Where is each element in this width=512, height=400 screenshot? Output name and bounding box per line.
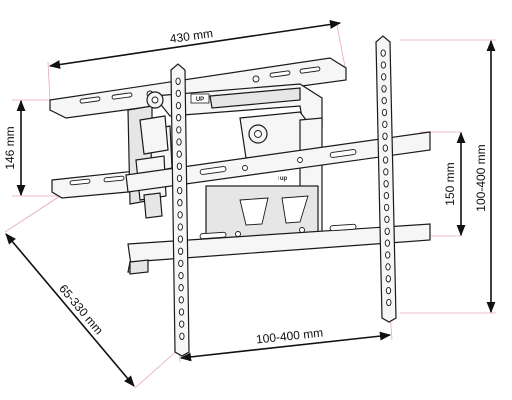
bracket-hole — [179, 332, 185, 340]
bracket-hole — [385, 263, 391, 271]
bracket-hole — [382, 120, 388, 129]
bracket-hole — [177, 199, 183, 207]
bracket-hole — [385, 286, 392, 295]
bracket-hole — [177, 247, 184, 255]
bracket-hole — [178, 308, 185, 316]
bracket-hole — [385, 275, 391, 283]
bracket-hole — [380, 61, 387, 69]
bracket-hole — [382, 132, 388, 140]
bracket-hole — [382, 144, 388, 152]
bracket-hole — [383, 191, 390, 200]
bracket-hole — [177, 186, 183, 195]
bracket-hole — [176, 138, 182, 146]
bracket-hole — [385, 251, 391, 259]
bracket-hole — [175, 89, 181, 98]
bracket-hole — [381, 108, 388, 117]
bracket-hole — [175, 77, 181, 85]
bracket-hole — [383, 203, 390, 212]
dimension-150: 150 mm — [443, 131, 466, 237]
bracket-hole — [381, 96, 387, 105]
bracket-hole — [386, 298, 392, 307]
bracket-hole — [381, 85, 387, 93]
dim-top-width: 430 mm — [169, 26, 214, 46]
bracket-hole — [178, 259, 184, 268]
up-plate-text: UP — [196, 97, 204, 103]
bracket-hole — [179, 320, 185, 328]
up-center-text: ↑up — [277, 176, 288, 182]
dimension-430: 430 mm — [48, 20, 342, 69]
bracket-hole — [382, 156, 389, 164]
dim-left-height: 146 mm — [3, 126, 17, 169]
dim-inner-height: 150 mm — [443, 162, 457, 205]
dimension-vesa-width: 100-400 mm — [179, 326, 392, 362]
bracket-hole — [175, 101, 182, 110]
bracket-hole — [176, 126, 182, 134]
up-plate-label: UP — [190, 93, 210, 104]
bracket-hole — [176, 174, 183, 183]
right-bracket — [375, 35, 397, 323]
bracket-hole — [177, 235, 184, 243]
dimension-146: 146 mm — [3, 99, 26, 197]
bracket-hole — [176, 162, 183, 170]
bracket-hole — [178, 284, 184, 292]
bracket-hole — [178, 296, 184, 304]
dimension-vesa-height: 100-400 mm — [474, 39, 496, 314]
bracket-hole — [383, 180, 389, 188]
dim-extension: 65-330 mm — [56, 282, 106, 338]
bracket-hole — [380, 49, 386, 57]
bracket-hole — [177, 211, 183, 219]
bracket-hole — [381, 73, 387, 81]
bracket-hole — [384, 239, 391, 247]
dim-vesa-height: 100-400 mm — [474, 144, 488, 211]
bracket-hole — [383, 168, 389, 176]
bracket-hole — [177, 223, 183, 231]
bracket-hole — [178, 271, 184, 280]
bracket-hole — [176, 150, 182, 158]
bracket-hole — [384, 227, 390, 235]
dimension-extension: 65-330 mm — [5, 233, 135, 387]
bracket-hole — [175, 114, 182, 122]
bracket-hole — [384, 215, 390, 224]
